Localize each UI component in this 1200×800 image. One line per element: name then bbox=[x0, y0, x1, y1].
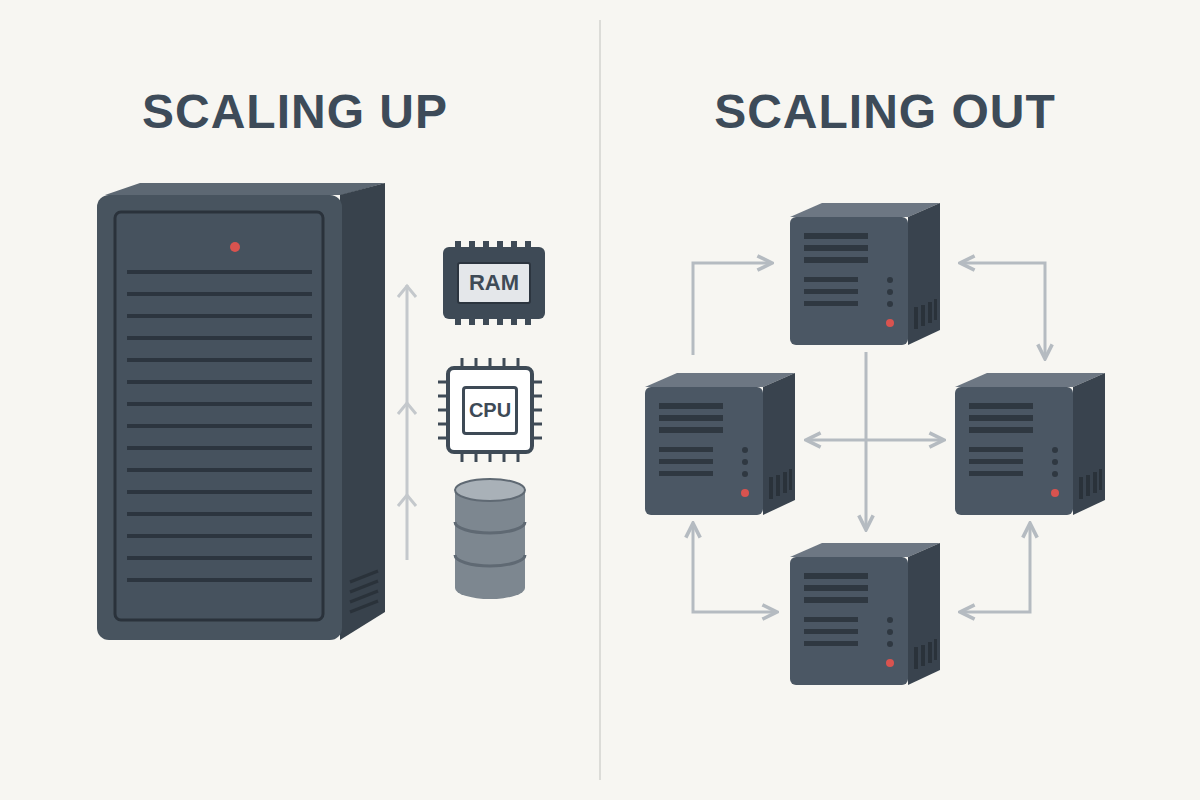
slat bbox=[127, 578, 312, 582]
pin bbox=[455, 319, 461, 325]
tower-side bbox=[340, 183, 385, 640]
vent bbox=[350, 591, 378, 602]
pin bbox=[511, 319, 517, 325]
arrow-chevron bbox=[398, 286, 416, 297]
link-arrow bbox=[808, 439, 942, 442]
server-cube bbox=[790, 543, 940, 685]
section-heading: SCALING OUT bbox=[635, 84, 1135, 139]
arrow-chevron bbox=[398, 495, 416, 506]
pin bbox=[497, 319, 503, 325]
pin bbox=[525, 319, 531, 325]
server-cube bbox=[955, 373, 1105, 515]
chip-label: CPU bbox=[462, 386, 518, 435]
slat bbox=[127, 424, 312, 428]
tower-slats bbox=[127, 272, 312, 580]
vent bbox=[350, 601, 378, 612]
power-led bbox=[230, 242, 240, 252]
arrow-shaft bbox=[406, 285, 409, 560]
cylinder-top bbox=[455, 479, 525, 501]
slat bbox=[127, 292, 312, 296]
tower-top bbox=[105, 183, 385, 195]
slat bbox=[127, 490, 312, 494]
cylinder-body bbox=[455, 490, 525, 599]
server-cube bbox=[645, 373, 795, 515]
slat bbox=[127, 336, 312, 340]
slat bbox=[127, 512, 312, 516]
ram-chip: RAM bbox=[443, 247, 545, 319]
server-cube bbox=[790, 203, 940, 345]
cpu-pins bbox=[438, 358, 542, 462]
slat bbox=[127, 270, 312, 274]
slat bbox=[127, 314, 312, 318]
vent bbox=[350, 581, 378, 592]
chip-label: RAM bbox=[457, 262, 531, 304]
cylinder-band bbox=[455, 555, 525, 566]
tower-front bbox=[97, 195, 342, 640]
cylinder-band bbox=[455, 522, 525, 533]
link-arrow bbox=[962, 263, 1045, 357]
link-arrow bbox=[693, 525, 775, 612]
slat bbox=[127, 380, 312, 384]
cpu-chip: CPU bbox=[446, 366, 534, 454]
slat bbox=[127, 468, 312, 472]
pin bbox=[469, 319, 475, 325]
slat bbox=[127, 446, 312, 450]
side-vents bbox=[350, 571, 378, 612]
link-arrow bbox=[693, 263, 770, 355]
slat bbox=[127, 358, 312, 362]
database-icon bbox=[455, 479, 525, 599]
arrow-chevron bbox=[398, 403, 416, 414]
divider-line bbox=[599, 20, 601, 780]
link-arrow bbox=[962, 525, 1030, 612]
tower-panel bbox=[115, 212, 323, 620]
pin bbox=[483, 319, 489, 325]
slat bbox=[127, 402, 312, 406]
slat bbox=[127, 556, 312, 560]
upgrade-arrow bbox=[398, 285, 416, 560]
vent bbox=[350, 571, 378, 582]
section-heading: SCALING UP bbox=[45, 84, 545, 139]
slat bbox=[127, 534, 312, 538]
tower-server bbox=[97, 183, 385, 640]
